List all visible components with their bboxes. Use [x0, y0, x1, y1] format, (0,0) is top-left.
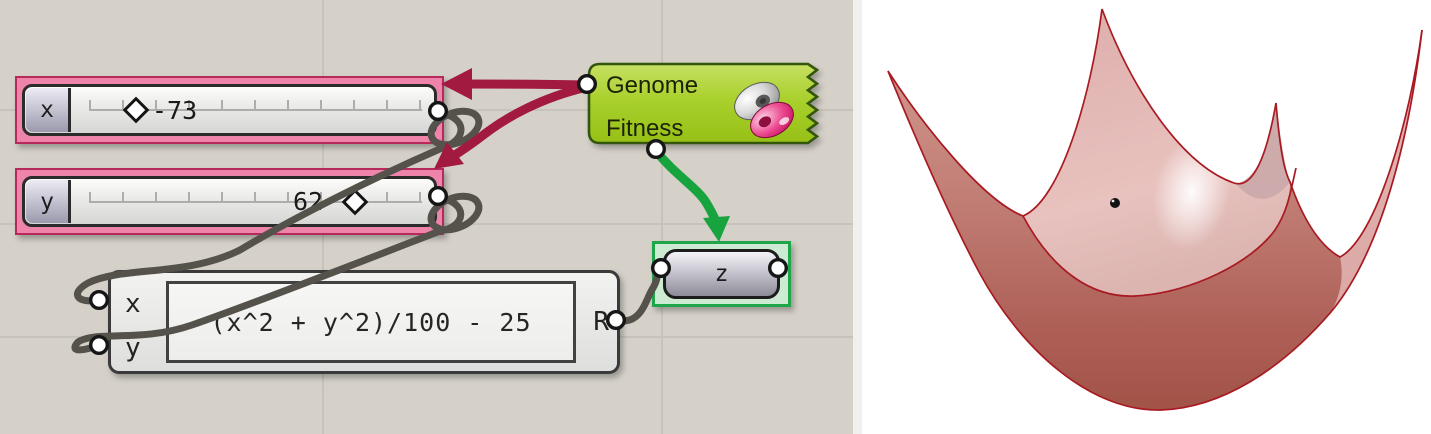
- expression-input-y-label: y: [125, 333, 141, 363]
- galapagos-component[interactable]: Genome Fitness: [586, 61, 832, 155]
- slider-x-value[interactable]: -73: [152, 95, 198, 125]
- expression-formula: (x^2 + y^2)/100 - 25: [210, 307, 532, 337]
- genome-link-to-x[interactable]: [461, 79, 592, 90]
- galapagos-fitness-input[interactable]: Fitness: [606, 115, 684, 142]
- surface-highlight: [1152, 134, 1232, 250]
- expression-component[interactable]: x y (x^2 + y^2)/100 - 25 R: [108, 270, 620, 374]
- fitness-link-to-z[interactable]: [651, 146, 722, 231]
- slider-x-label-text: x: [40, 97, 54, 123]
- slider-x-ticks: [89, 100, 422, 110]
- fitness-arrowhead: [703, 216, 730, 242]
- slider-y-ticks: [89, 191, 422, 202]
- galapagos-body: [587, 62, 820, 145]
- z-selection-box[interactable]: z: [652, 241, 791, 307]
- genome-link-to-y[interactable]: [447, 82, 592, 162]
- galapagos-icon: [734, 81, 794, 139]
- slider-y-value[interactable]: 62: [293, 187, 324, 216]
- expression-formula-panel[interactable]: (x^2 + y^2)/100 - 25: [166, 281, 576, 363]
- surface-front-bowl: [888, 71, 1342, 411]
- expression-output-label: R: [593, 307, 609, 337]
- surface-far-spike: [1236, 103, 1290, 199]
- slider-y-label: y: [26, 180, 71, 223]
- slider-x-label: x: [26, 88, 71, 132]
- galapagos-genome-input[interactable]: Genome: [606, 72, 699, 99]
- fitness-surface-render: [887, 8, 1423, 411]
- slider-y[interactable]: y 62: [22, 176, 437, 227]
- rhino-viewport[interactable]: [862, 0, 1431, 434]
- genome-arrowhead-y: [434, 142, 464, 169]
- slider-x-selection-box[interactable]: x -73: [15, 76, 444, 144]
- panel-divider: [853, 0, 862, 434]
- z-param-label: z: [714, 261, 729, 287]
- fitness-link-arrow: [651, 146, 730, 242]
- genome-arrowhead-x: [441, 68, 472, 100]
- slider-x[interactable]: x -73: [22, 84, 437, 136]
- grasshopper-canvas[interactable]: x -73 y 62: [0, 0, 853, 434]
- expression-x-input-node[interactable]: [88, 290, 109, 311]
- surface-edges: [887, 8, 1423, 411]
- expression-input-x-label: x: [125, 289, 141, 319]
- genome-point: [1110, 198, 1120, 208]
- slider-y-label-text: y: [40, 188, 54, 215]
- surface-inner-face: [1023, 9, 1290, 297]
- z-param-component[interactable]: z: [663, 249, 780, 299]
- expression-y-input-node[interactable]: [88, 335, 109, 356]
- genome-link-arrows: [434, 68, 592, 169]
- slider-y-selection-box[interactable]: y 62: [15, 168, 444, 235]
